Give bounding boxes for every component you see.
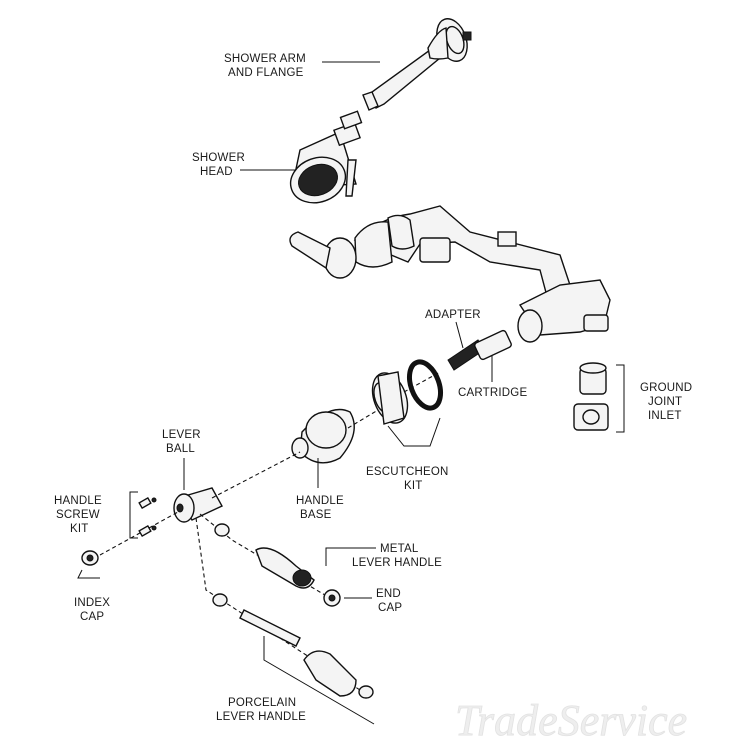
label-escutcheon: ESCUTCHEON	[366, 466, 449, 478]
watermark: TradeService	[455, 696, 687, 745]
ground-joint-inlet-part	[573, 362, 609, 431]
leader-escutcheon	[387, 417, 441, 447]
metal-lever-handle-part	[214, 523, 315, 589]
leader-porcelain	[263, 636, 375, 725]
label-ground-joint-3: INLET	[648, 410, 682, 422]
label-end-cap-2: CAP	[378, 602, 402, 614]
handle-screw-kit-part	[138, 496, 157, 538]
label-ground-joint-2: JOINT	[648, 396, 682, 408]
label-lever-ball: LEVER	[162, 429, 201, 441]
leader-metal-lever	[325, 547, 376, 566]
shower-head-part	[289, 110, 363, 204]
label-shower-head-2: HEAD	[200, 166, 233, 178]
porcelain-lever-handle-part	[212, 593, 374, 699]
end-cap-part	[323, 589, 341, 607]
label-shower-arm-2: AND FLANGE	[228, 67, 304, 79]
label-shower-arm: SHOWER ARM	[224, 53, 306, 65]
handle-base-part	[291, 408, 355, 464]
valve-body-part	[289, 205, 611, 343]
index-cap-part	[81, 550, 99, 566]
shower-arm-part	[362, 18, 472, 111]
escutcheon-part	[371, 371, 409, 425]
label-metal-lever: METAL	[380, 543, 419, 555]
label-index-cap: INDEX	[74, 597, 110, 609]
o-ring-part	[406, 359, 444, 411]
label-porcelain: PORCELAIN	[228, 697, 296, 709]
label-cartridge: CARTRIDGE	[458, 387, 527, 399]
label-handle-screw-3: KIT	[70, 523, 89, 535]
axis-porcelain	[195, 517, 361, 691]
leader-index-cap	[77, 569, 100, 579]
label-index-cap-2: CAP	[80, 611, 104, 623]
cartridge-part	[474, 329, 512, 361]
label-handle-screw: HANDLE	[54, 495, 102, 507]
label-adapter: ADAPTER	[425, 309, 481, 321]
label-shower-head: SHOWER	[192, 152, 245, 164]
label-handle-screw-2: SCREW	[56, 509, 100, 521]
bracket-handle-screw	[129, 491, 138, 539]
label-escutcheon-2: KIT	[404, 480, 423, 492]
label-porcelain-2: LEVER HANDLE	[216, 711, 306, 723]
lever-ball-part	[173, 487, 223, 523]
label-lever-ball-2: BALL	[166, 443, 195, 455]
label-metal-lever-2: LEVER HANDLE	[352, 557, 442, 569]
label-handle-base-2: BASE	[300, 509, 332, 521]
axis-main	[211, 371, 441, 499]
leader-adapter	[455, 321, 464, 349]
label-handle-base: HANDLE	[296, 495, 344, 507]
bracket-ground-joint	[616, 364, 625, 433]
axis-screw	[99, 511, 179, 556]
label-end-cap: END	[376, 588, 401, 600]
label-ground-joint: GROUND	[640, 382, 692, 394]
